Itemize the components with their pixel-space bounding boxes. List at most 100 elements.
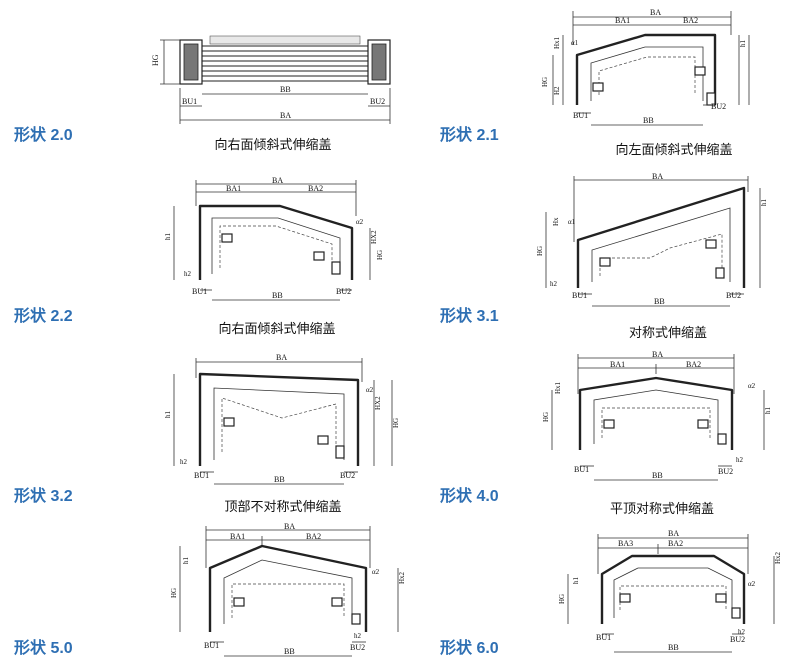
dim-h1: h1 [164,411,172,419]
dim-bu2: BU2 [730,635,745,644]
dim-bu1: BU1 [573,111,588,120]
dim-hg: HG [392,418,400,428]
dim-hg: HG [542,412,550,422]
dim-ba1: BA1 [230,532,245,541]
dim-bb: BB [654,297,665,306]
dim-h2: h2 [550,280,558,288]
shape-label-3-1: 形状 3.1 [440,308,499,325]
dim-h1: h1 [764,407,772,415]
caption-3-2: 顶部不对称式伸缩盖 [224,500,342,515]
dim-bb: BB [652,471,663,480]
dim-ba2: BA2 [668,539,683,548]
dim-h1: h1 [760,199,768,207]
dim-ba: BA [652,172,663,181]
dim-bu2: BU2 [726,291,741,300]
dim-bb: BB [643,116,654,125]
dim-ba: BA [280,111,291,120]
dim-bu2: BU2 [350,643,365,652]
dim-bu2: BU2 [718,467,733,476]
dim-h2: h2 [736,456,744,464]
dim-ba: BA [652,350,663,359]
dim-ba: BA [668,529,679,538]
dim-hg: HG [170,588,178,598]
dim-hx2: HX2 [374,396,382,410]
diagram-3-1: BA HG Hx α1 h2 h1 BU1 BU2 BB [536,172,768,307]
dim-ba: BA [650,8,661,17]
dim-hx2: Hx2 [398,571,406,584]
dim-hg: HG [536,246,544,256]
dim-h2: h2 [180,458,188,466]
shape-label-6-0: 形状 6.0 [440,640,499,657]
dim-ba2: BA2 [306,532,321,541]
dim-bb: BB [272,291,283,300]
caption-2-1: 向左面倾斜式伸缩盖 [615,143,733,158]
dim-bu1: BU1 [182,97,197,106]
diagram-6-0: BA BA3 BA2 HG h1 α2 Hx2 h2 BU1 BU2 BB [558,529,782,653]
dim-ba1: BA1 [226,184,241,193]
dim-hx1: Hx1 [553,36,561,49]
dim-h1: h1 [739,40,747,48]
dim-hx2: HX2 [370,230,378,244]
diagram-2-0: HG BB BU1 BU2 BA [151,35,391,124]
dim-ba2: BA2 [686,360,701,369]
caption-2-0: 向右面倾斜式伸缩盖 [214,138,332,153]
dim-hx2: Hx2 [774,551,782,564]
dim-alpha: α1 [568,218,576,226]
dim-bu1: BU1 [596,633,611,642]
dim-ba1: BA1 [615,16,630,25]
dim-alpha: α2 [356,218,364,226]
caption-4-0: 平顶对称式伸缩盖 [609,502,715,517]
dim-bu1: BU1 [574,465,589,474]
diagram-2-2: BA BA1 BA2 h1 h2 HX2 HG α2 BU1 BU2 BB [164,176,384,301]
dim-hg: HG [541,77,549,87]
diagram-4-0: BA BA1 BA2 HG Hx1 α2 h1 h2 BU1 BU2 BB [542,350,772,481]
dim-bu1: BU1 [194,471,209,480]
dim-h1: h1 [182,557,190,565]
dim-alpha: α2 [366,386,374,394]
dim-bu2: BU2 [711,102,726,111]
dim-bu2: BU2 [340,471,355,480]
diagram-3-2: BA h1 h2 α2 HX2 HG BU1 BU2 BB [164,353,400,485]
shape-label-2-0: 形状 2.0 [14,127,73,144]
dim-ba2: BA2 [308,184,323,193]
dim-bu2: BU2 [336,287,351,296]
shape-label-5-0: 形状 5.0 [14,640,73,657]
dim-ba: BA [272,176,283,185]
dim-bu1: BU1 [204,641,219,650]
diagram-5-0: BA BA1 BA2 HG h1 α2 Hx2 h2 BU1 BU2 BB [170,522,406,657]
dim-alpha: α2 [748,580,756,588]
shape-label-2-2: 形状 2.2 [14,308,73,325]
dim-bb: BB [274,475,285,484]
dim-h2: h2 [354,632,362,640]
caption-3-1: 对称式伸缩盖 [628,326,708,341]
caption-2-2: 向右面倾斜式伸缩盖 [218,322,336,337]
dim-alpha: α2 [372,568,380,576]
dim-alpha: α2 [748,382,756,390]
dim-ba3: BA3 [618,539,633,548]
dim-bb: BB [668,643,679,652]
dim-hg: HG [558,594,566,604]
dim-bu1: BU1 [192,287,207,296]
dim-alpha: α1 [571,39,579,47]
dim-hx: Hx [552,217,560,226]
dim-hg: HG [376,250,384,260]
dim-bu1: BU1 [572,291,587,300]
dim-ba: BA [276,353,287,362]
dim-h1: h1 [572,577,580,585]
dim-ba: BA [284,522,295,531]
dim-bb: BB [284,647,295,656]
dim-ba1: BA1 [610,360,625,369]
dim-h1: h1 [164,233,172,241]
shape-label-4-0: 形状 4.0 [440,488,499,505]
dim-ba2: BA2 [683,16,698,25]
shape-label-2-1: 形状 2.1 [440,127,499,144]
dim-h2: h2 [738,628,746,636]
shape-label-3-2: 形状 3.2 [14,488,73,505]
diagram-2-1: BA BA1 BA2 HG H2 Hx1 α1 h1 BU1 BU2 BB [541,8,750,126]
dim-bb: BB [280,85,291,94]
dim-hg: HG [151,54,160,66]
dim-hx1: Hx1 [554,381,562,394]
dim-h2: h2 [184,270,192,278]
dim-bu2: BU2 [370,97,385,106]
dim-h2: H2 [553,86,561,95]
